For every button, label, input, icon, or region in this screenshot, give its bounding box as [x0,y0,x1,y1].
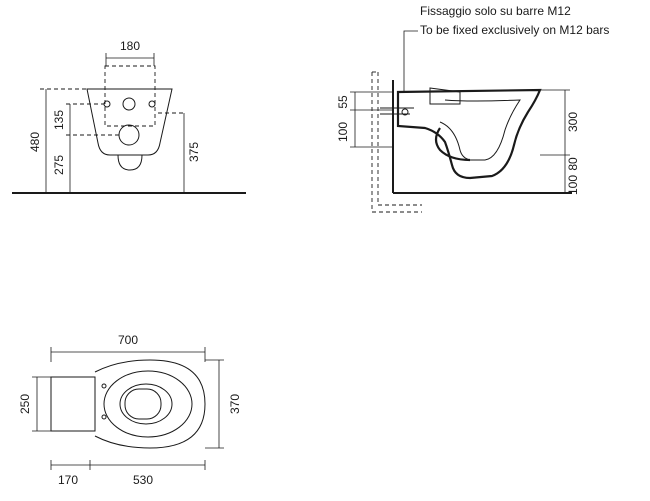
front-side-label: 375 [187,142,201,162]
front-total-height-label: 480 [28,132,42,152]
front-mounting-frame [104,65,156,127]
side-wall-frame-outer [371,72,422,213]
side-fixing-bar-icon [401,108,409,116]
front-width-label: 180 [120,39,140,53]
top-hinge-icon-lower [101,414,107,420]
side-waste-trap [434,127,471,162]
front-fixing-hole-right [148,100,156,108]
side-mid-label: 100 [336,122,350,142]
front-bowl-foot [117,154,143,171]
top-back-label: 250 [18,394,32,414]
fixing-note-english: To be fixed exclusively on M12 bars [420,23,609,37]
fixing-note-leader [403,30,418,92]
side-bowl-inner [439,99,521,161]
front-upper-label: 135 [52,110,66,130]
side-bottom-label-b: 80 [566,157,580,171]
top-depth-label: 370 [228,394,242,414]
side-view: Fissaggio solo su barre M12 To be fixed … [336,4,609,213]
front-lower-label: 275 [52,155,66,175]
top-seat-outer [103,370,193,438]
side-top-label: 55 [336,95,350,109]
top-length-label: 700 [118,333,138,347]
side-height-label: 300 [566,112,580,132]
top-segment-b-label: 530 [133,473,153,487]
front-bowl-outline [86,88,173,156]
front-view: 180 480 135 275 375 [12,39,246,194]
front-waste-outlet-hole [118,124,140,146]
fixing-note-italian: Fissaggio solo su barre M12 [420,4,571,18]
top-bowl-outline [94,359,206,449]
top-hinge-icon-upper [101,383,107,389]
side-bottom-label-a: 100 [566,175,580,195]
top-view: 700 250 370 170 530 [18,333,242,487]
top-back-block [50,376,96,432]
top-segment-a-label: 170 [58,473,78,487]
side-wall-frame-inner [377,72,422,206]
front-water-inlet-hole [122,97,136,111]
top-seat-inner [119,383,173,425]
side-bowl-outline [396,88,542,180]
